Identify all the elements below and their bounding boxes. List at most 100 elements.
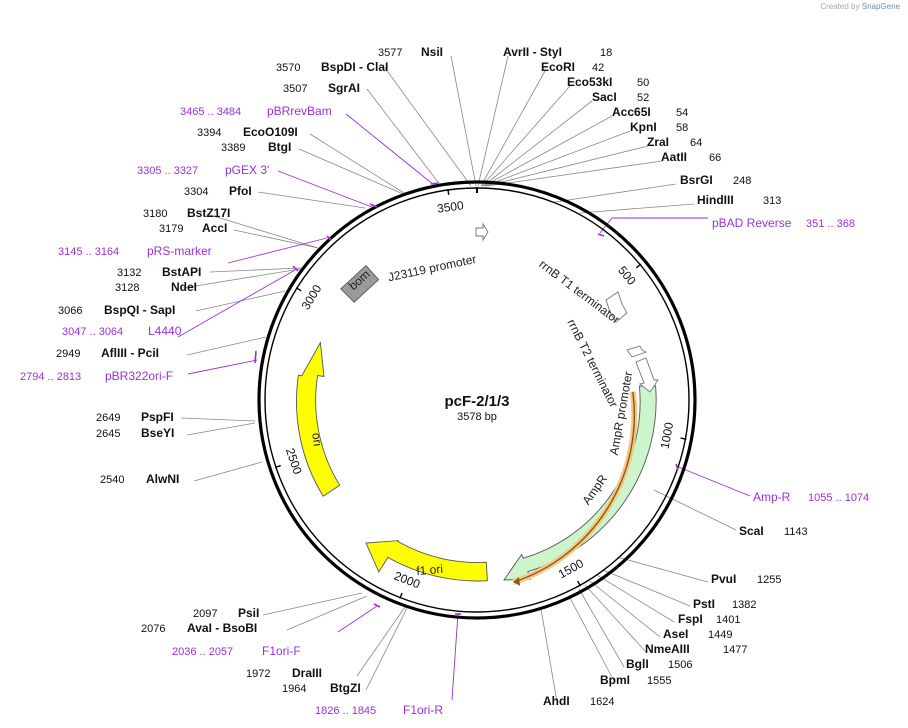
- enzyme-pos: 58: [676, 122, 688, 134]
- enzyme-pos: 50: [637, 77, 649, 89]
- credit-prefix: Created by: [820, 2, 860, 11]
- enzyme-pos: 3507: [283, 83, 307, 95]
- enzyme-name: AvaI - BsoBI: [187, 621, 257, 635]
- features: [296, 222, 659, 586]
- primer-name: F1ori-R: [403, 703, 443, 717]
- primer-leaders: [177, 113, 751, 701]
- primer-range: 1055 .. 1074: [808, 492, 869, 504]
- j23119-promoter-arrow: [475, 222, 489, 242]
- enzyme-pos: 248: [733, 175, 751, 187]
- enzyme-pos: 3128: [115, 282, 139, 294]
- enzyme-name: PstI: [693, 597, 715, 611]
- enzyme-name: NdeI: [171, 280, 197, 294]
- enzyme-name: Acc65I: [612, 105, 651, 119]
- enzyme-pos: 1964: [282, 683, 306, 695]
- primer-labels: pBAD Reverse 351 .. 368 Amp-R 1055 .. 10…: [20, 104, 869, 717]
- plasmid-name: pcF-2/1/3: [444, 393, 509, 410]
- enzyme-name: BspQI - SapI: [104, 303, 175, 317]
- enzyme-pos: 1477: [723, 644, 747, 656]
- primer-name: pBR322ori-F: [105, 369, 173, 383]
- enzyme-pos: 1555: [647, 675, 671, 687]
- enzyme-name: BsrGI: [680, 173, 713, 187]
- enzyme-labels: 3577 NsiI AvrII - StyI 18 EcoRI 42 Eco53…: [56, 45, 808, 708]
- enzyme-pos: 2949: [56, 348, 80, 360]
- enzyme-pos: 42: [592, 62, 604, 74]
- amp-r-arrowhead: [513, 577, 520, 586]
- scale-tick-label: 2500: [283, 446, 305, 476]
- enzyme-name: BtgI: [268, 140, 291, 154]
- enzyme-name: EcoO109I: [243, 125, 298, 139]
- enzyme-pos: 54: [676, 107, 688, 119]
- enzyme-name: EcoRI: [541, 60, 575, 74]
- enzyme-name: BglI: [626, 657, 649, 671]
- primer-name: Amp-R: [753, 490, 791, 504]
- enzyme-name: ScaI: [739, 524, 764, 538]
- enzyme-pos: 1449: [708, 629, 732, 641]
- enzyme-name: AflIII - PciI: [101, 346, 159, 360]
- f1-ori-feature: [365, 540, 488, 582]
- enzyme-pos: 3132: [117, 267, 141, 279]
- primer-range: 1826 .. 1845: [315, 705, 376, 717]
- plasmid-size: 3578 bp: [457, 411, 497, 423]
- scale-tick: [680, 437, 687, 440]
- enzyme-pos: 2649: [96, 412, 120, 424]
- enzyme-name: SacI: [592, 90, 617, 104]
- scale-tick-label: 500: [615, 263, 639, 288]
- enzyme-pos: 3304: [184, 186, 208, 198]
- rrnb-t1-terminator-label: rrnB T1 terminator: [536, 257, 622, 327]
- enzyme-name: BpmI: [600, 673, 630, 687]
- enzyme-pos: 3394: [197, 127, 221, 139]
- enzyme-pos: 3570: [276, 62, 300, 74]
- primer-range: 351 .. 368: [806, 218, 855, 230]
- primer-range: 3465 .. 3484: [180, 106, 241, 118]
- enzyme-name: AatII: [661, 150, 687, 164]
- enzyme-name: PsiI: [238, 606, 259, 620]
- primer-range: 3305 .. 3327: [137, 165, 198, 177]
- enzyme-name: AseI: [663, 627, 688, 641]
- enzyme-pos: 52: [637, 92, 649, 104]
- scale-tick: [635, 263, 642, 269]
- primer-name: F1ori-F: [262, 644, 301, 658]
- enzyme-name: BtgZI: [330, 681, 361, 695]
- enzyme-pos: 1143: [784, 526, 808, 538]
- rrnb-t2-terminator-arrow: [626, 345, 648, 358]
- enzyme-pos: 2097: [193, 608, 217, 620]
- enzyme-pos: 3180: [143, 208, 167, 220]
- enzyme-name: DraIII: [292, 666, 322, 680]
- primer-name: pBRrevBam: [267, 104, 332, 118]
- enzyme-pos: 1382: [732, 599, 756, 611]
- primer-name: pRS-marker: [147, 244, 212, 258]
- scale-tick: [447, 188, 450, 195]
- j23119-promoter-label: J23119 promoter: [387, 252, 478, 284]
- enzyme-name: AhdI: [543, 694, 570, 708]
- enzyme-pos: 66: [709, 152, 721, 164]
- bom-feature: [340, 264, 380, 303]
- primer-range: 2794 .. 2813: [20, 371, 81, 383]
- scale-tick: [576, 580, 582, 587]
- enzyme-name: SgrAI: [328, 81, 360, 95]
- scale-tick-label: 1000: [658, 421, 677, 450]
- enzyme-name: AvrII - StyI: [503, 45, 562, 59]
- scale-tick-label: 3500: [436, 198, 465, 216]
- enzyme-pos: 3179: [159, 223, 183, 235]
- enzyme-name: PfoI: [229, 184, 252, 198]
- enzyme-pos: 1506: [668, 659, 692, 671]
- primer-name: pBAD Reverse: [712, 216, 792, 230]
- enzyme-name: NmeAIII: [645, 642, 690, 656]
- enzyme-pos: 2645: [96, 428, 120, 440]
- enzyme-pos: 18: [600, 47, 612, 59]
- enzyme-pos: 3066: [58, 305, 82, 317]
- enzyme-pos: 1401: [716, 614, 740, 626]
- primer-name: pGEX 3': [225, 163, 269, 177]
- rrnb-t1-terminator-arrow: [605, 291, 628, 323]
- primer-name: L4440: [148, 324, 182, 338]
- scale-tick: [399, 592, 403, 599]
- enzyme-name: BseYI: [141, 426, 174, 440]
- enzyme-name: BstZ17I: [187, 206, 230, 220]
- enzyme-name: AccI: [202, 221, 227, 235]
- scale-tick-label: 3000: [299, 282, 325, 312]
- scale-tick: [274, 464, 281, 469]
- ori-feature: [296, 341, 341, 497]
- enzyme-name: HindIII: [697, 193, 734, 207]
